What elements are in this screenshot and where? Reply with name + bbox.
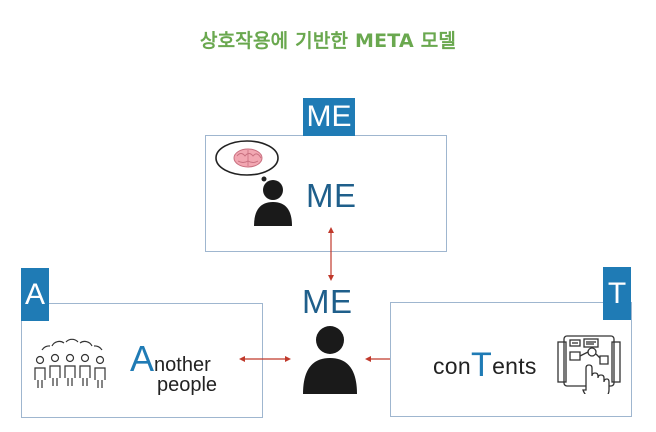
- people-group-icon: [34, 338, 106, 388]
- contents-suffix: ents: [492, 353, 537, 379]
- brain-icon: [233, 148, 263, 168]
- a-box-tag: A: [21, 268, 49, 321]
- center-person-icon: [303, 326, 357, 394]
- another-people-label: Another people: [130, 338, 240, 396]
- me-self-label: ME: [306, 177, 357, 214]
- t-box-tag: T: [603, 267, 631, 320]
- contents-box: [390, 302, 632, 417]
- another-big-a: A: [130, 338, 155, 379]
- center-me-label: ME: [302, 283, 353, 320]
- thinking-person-icon: [215, 140, 292, 226]
- contents-prefix: con: [433, 353, 471, 379]
- another-rest: nother: [154, 354, 211, 376]
- page-title: 상호작용에 기반한 META 모델: [199, 30, 457, 52]
- contents-label: conTents: [433, 346, 537, 385]
- another-people-box: [21, 303, 263, 418]
- left-double-arrow: [239, 356, 291, 362]
- contents-big-t: T: [470, 346, 493, 384]
- hand-touch-screen-icon: [557, 335, 621, 394]
- me-box-tag: ME: [303, 98, 355, 136]
- vertical-double-arrow: [328, 227, 334, 281]
- people-word: people: [157, 374, 218, 396]
